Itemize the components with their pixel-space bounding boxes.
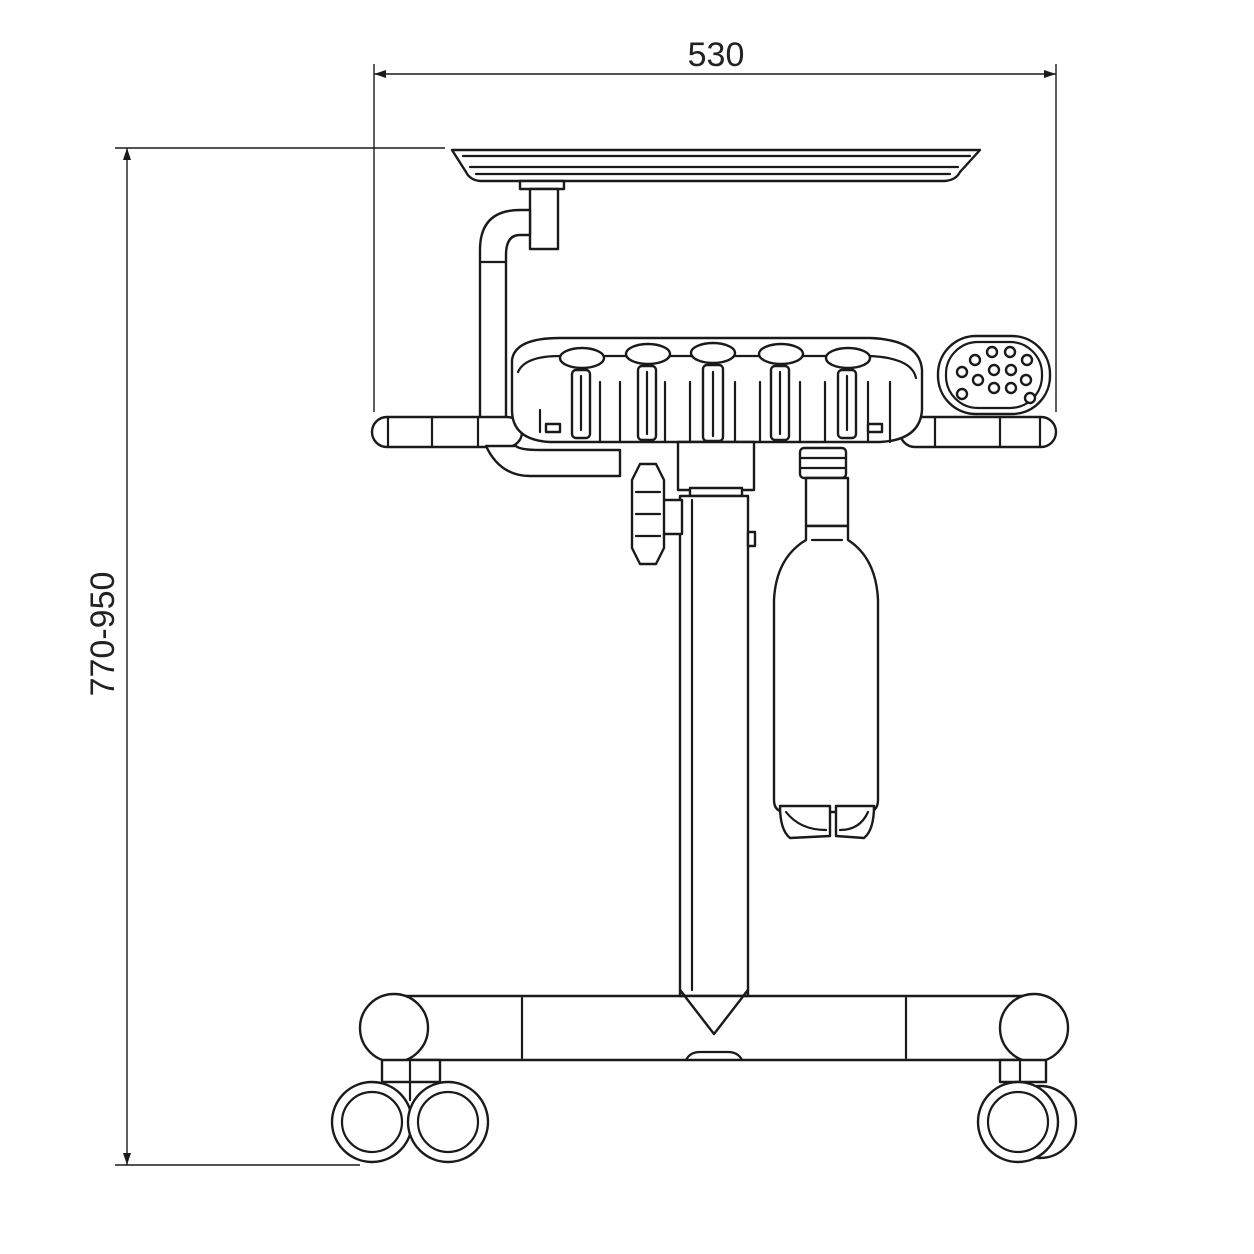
handpiece-slot	[624, 342, 672, 442]
width-label: 530	[688, 36, 745, 74]
right-handle	[898, 415, 1058, 449]
instrument-tray	[450, 148, 982, 183]
tray-support-arm	[478, 179, 566, 422]
handpiece-slot	[558, 346, 606, 440]
water-bottle	[772, 446, 880, 840]
handpiece-slot	[757, 342, 805, 442]
left-handle	[370, 415, 622, 478]
height-label: 770-950	[84, 572, 122, 697]
base-frame	[388, 988, 1032, 1062]
speaker-grille	[936, 334, 1052, 416]
handpiece-slot	[824, 346, 872, 440]
height-adjust-knob	[630, 462, 684, 566]
handpiece-slot	[689, 341, 737, 443]
right-caster	[976, 992, 1078, 1164]
width-dimension: 530	[373, 36, 1057, 412]
central-column	[676, 440, 757, 1034]
height-dimension: 770-950	[84, 147, 445, 1166]
handpiece-slots	[558, 341, 872, 443]
left-caster	[330, 992, 490, 1164]
